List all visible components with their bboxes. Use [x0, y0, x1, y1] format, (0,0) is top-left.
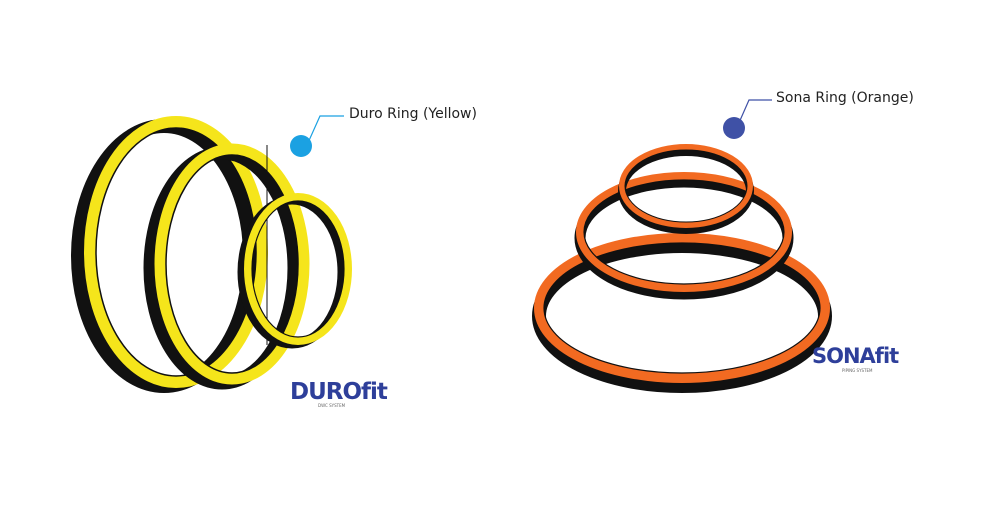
- sona-ring-medium: [574, 172, 794, 300]
- sona-callout: [723, 99, 772, 139]
- sona-callout-line: [737, 99, 772, 126]
- sona-callout-dot: [723, 117, 745, 139]
- durofit-tagline: DWC SYSTEM: [318, 403, 346, 408]
- sonafit-logo: SONAfit PIPING SYSTEM: [812, 344, 900, 373]
- durofit-logo: DUROfit DWC SYSTEM: [290, 379, 389, 408]
- sonafit-brand-text: SONAfit: [812, 344, 899, 368]
- duro-ring-small: [237, 193, 352, 349]
- duro-callout-line: [306, 115, 344, 146]
- durofit-brand-text: DUROfit: [290, 379, 388, 405]
- duro-ring-label: Duro Ring (Yellow): [349, 106, 477, 122]
- sona-ring-small: [618, 144, 754, 234]
- sona-rings-group: [532, 144, 832, 393]
- duro-rings-group: [71, 116, 352, 393]
- duro-callout-dot: [290, 135, 312, 157]
- duro-ring-medium: [143, 143, 310, 390]
- sona-ring-label: Sona Ring (Orange): [776, 90, 914, 106]
- sonafit-tagline: PIPING SYSTEM: [842, 368, 873, 373]
- duro-callout: [290, 115, 344, 157]
- sona-ring-large: [532, 233, 832, 393]
